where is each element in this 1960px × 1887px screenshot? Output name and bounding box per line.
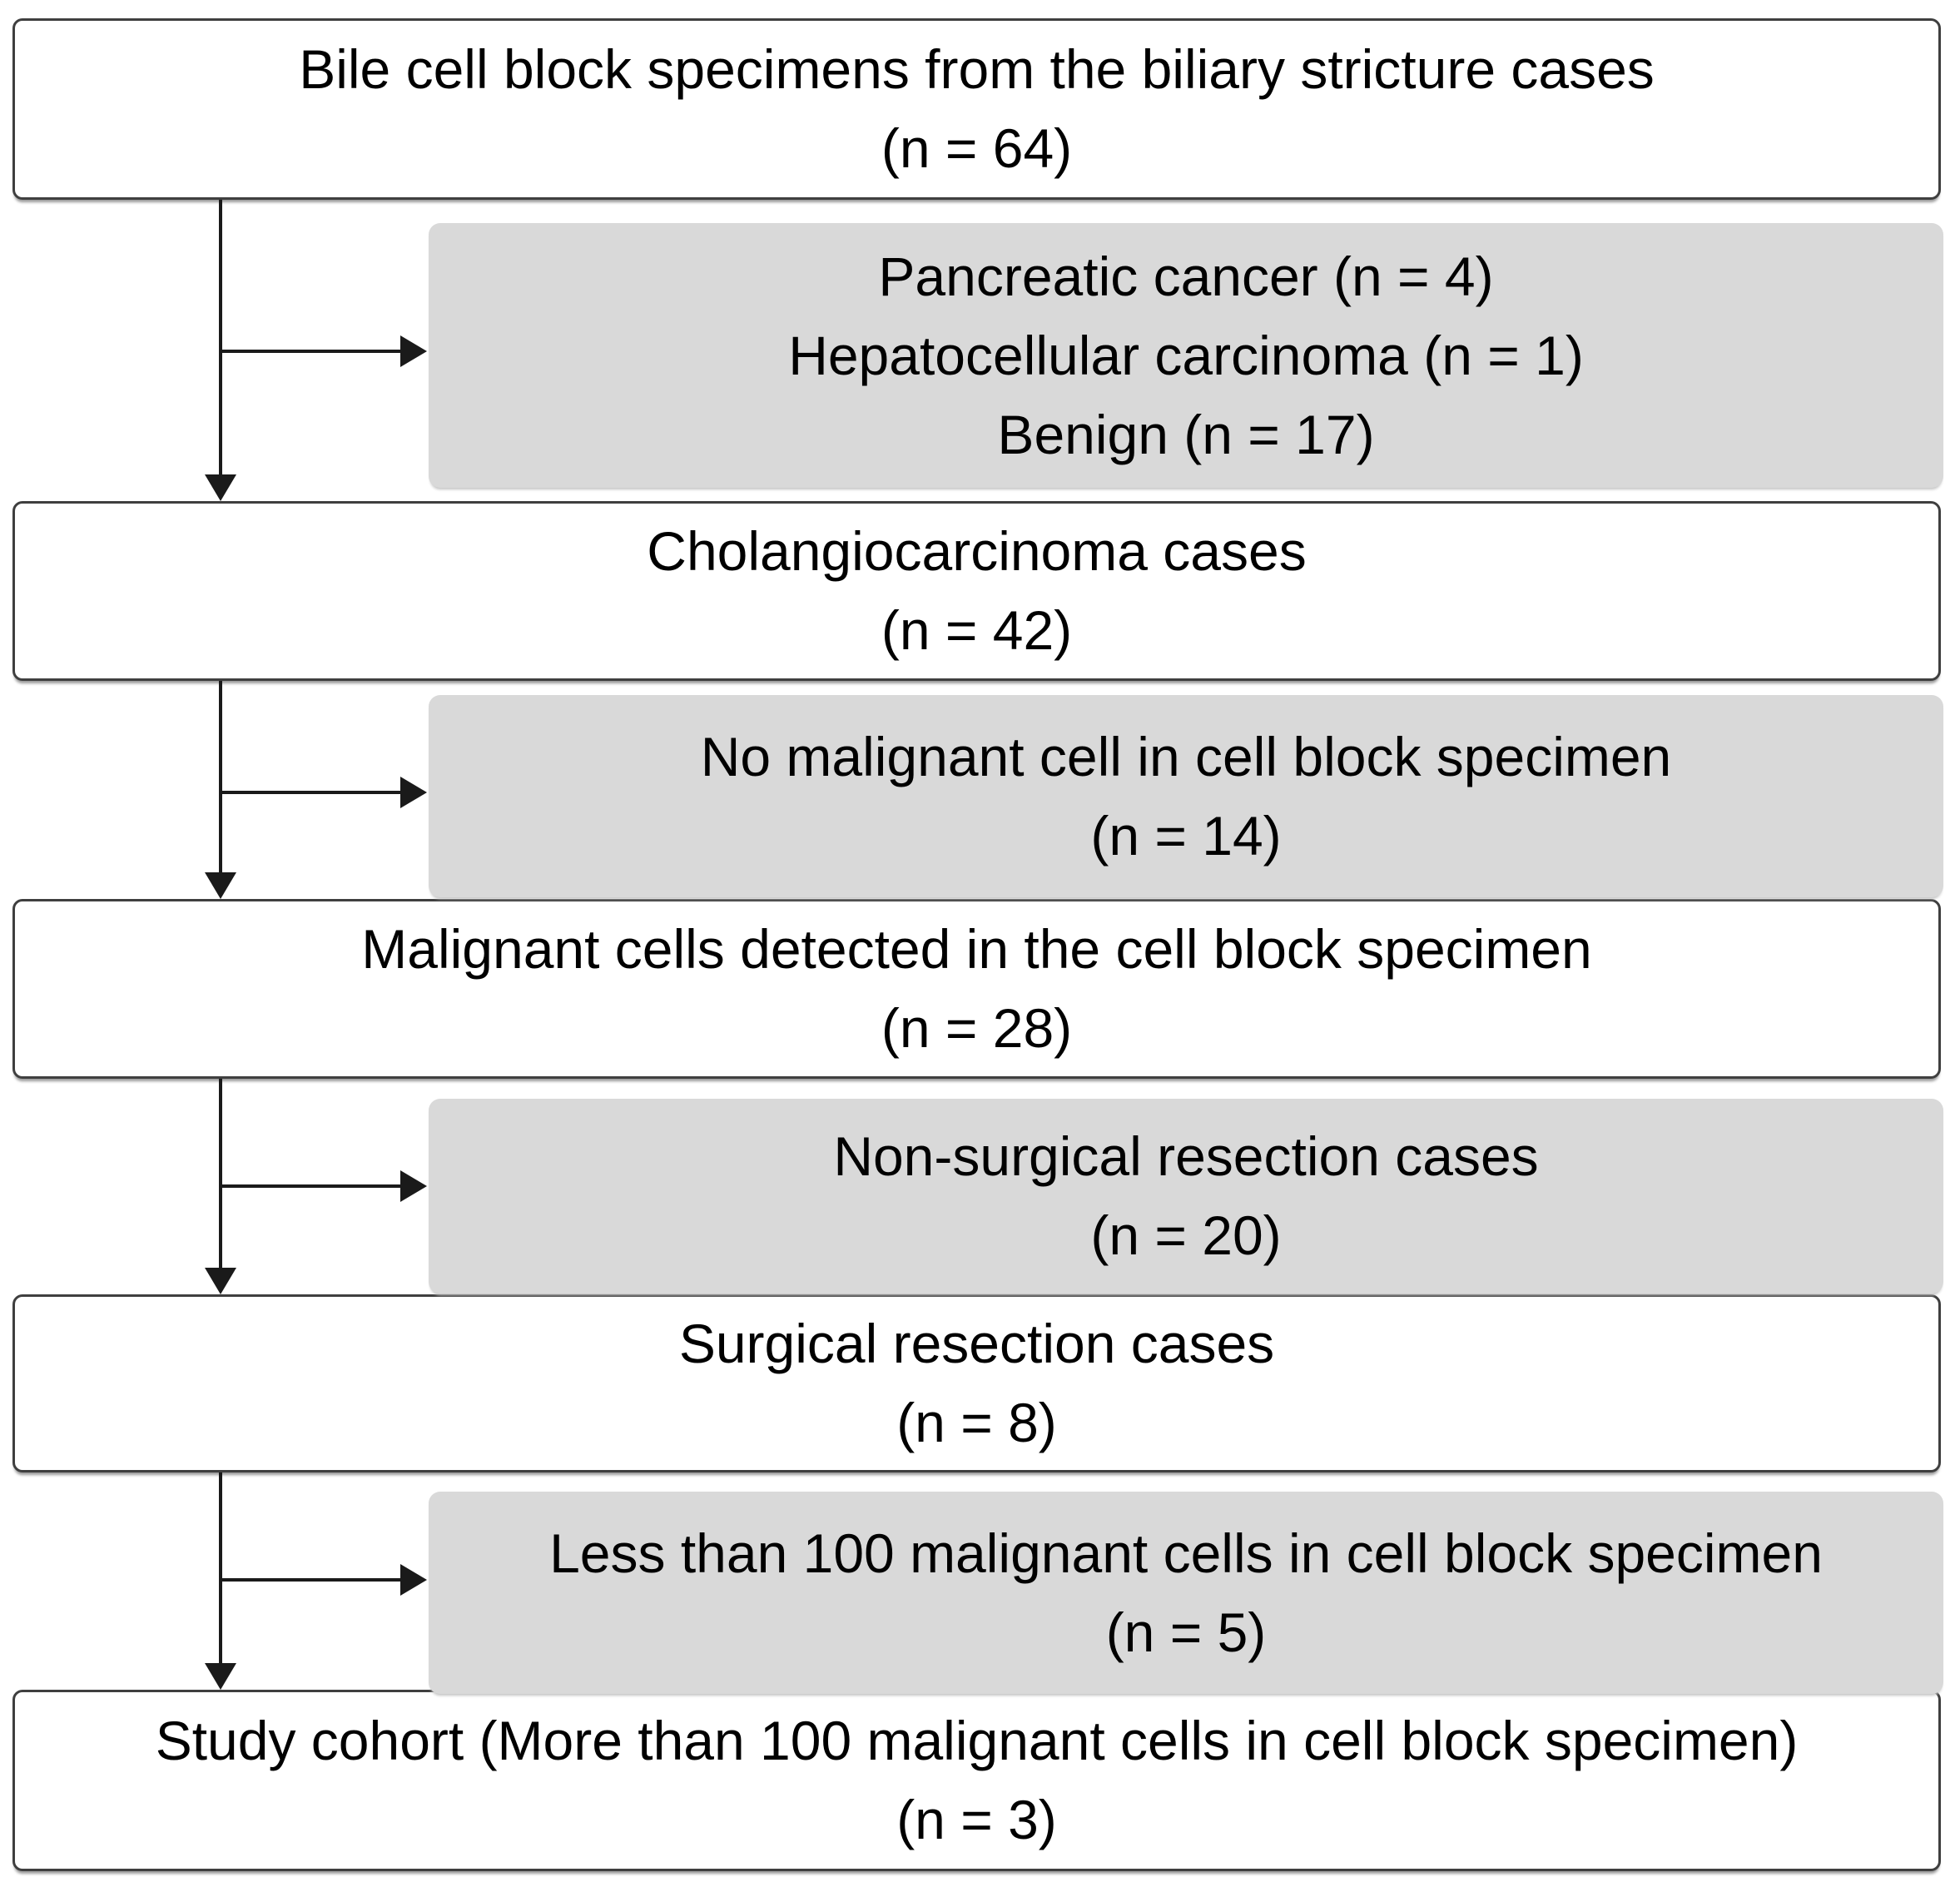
connector-line: [219, 681, 222, 872]
box-label: Cholangiocarcinoma cases: [647, 520, 1307, 582]
box-count: (n = 64): [881, 117, 1073, 179]
exclusion-count: (n = 14): [1090, 804, 1282, 867]
arrowhead-down-icon: [205, 474, 236, 501]
flow-box-bile-specimens: Bile cell block specimens from the bilia…: [12, 18, 1941, 200]
branch-line: [221, 1184, 400, 1188]
arrowhead-right-icon: [400, 1564, 427, 1596]
exclusion-line: Benign (n = 17): [997, 403, 1375, 465]
connector-line: [219, 200, 222, 476]
exclusion-count: (n = 5): [1105, 1601, 1267, 1663]
flow-box-surgical-resection-cases: Surgical resection cases (n = 8): [12, 1294, 1941, 1472]
arrowhead-right-icon: [400, 777, 427, 808]
arrowhead-right-icon: [400, 1170, 427, 1202]
branch-line: [221, 791, 400, 794]
flow-box-malignant-cells-detected: Malignant cells detected in the cell blo…: [12, 899, 1941, 1079]
arrowhead-down-icon: [205, 1268, 236, 1294]
flow-box-cholangiocarcinoma-cases: Cholangiocarcinoma cases (n = 42): [12, 501, 1941, 681]
exclusion-count: (n = 20): [1090, 1204, 1282, 1266]
exclusion-line: Pancreatic cancer (n = 4): [878, 245, 1494, 307]
box-label: Malignant cells detected in the cell blo…: [361, 918, 1592, 980]
box-count: (n = 8): [896, 1392, 1057, 1453]
box-count: (n = 42): [881, 599, 1073, 661]
connector-line: [219, 1472, 222, 1663]
exclusion-box-other-diagnoses: Pancreatic cancer (n = 4) Hepatocellular…: [429, 223, 1943, 488]
branch-line: [221, 1578, 400, 1582]
box-count: (n = 3): [896, 1789, 1057, 1850]
flow-box-study-cohort: Study cohort (More than 100 malignant ce…: [12, 1690, 1941, 1871]
arrowhead-right-icon: [400, 335, 427, 367]
exclusion-line: Non-surgical resection cases: [833, 1125, 1539, 1187]
exclusion-line: No malignant cell in cell block specimen: [700, 725, 1672, 787]
exclusion-box-less-than-100-cells: Less than 100 malignant cells in cell bl…: [429, 1492, 1943, 1694]
connector-line: [219, 1079, 222, 1268]
box-label: Bile cell block specimens from the bilia…: [299, 38, 1655, 100]
arrowhead-down-icon: [205, 872, 236, 899]
box-label: Surgical resection cases: [678, 1313, 1275, 1374]
exclusion-box-non-surgical-resection: Non-surgical resection cases (n = 20): [429, 1099, 1943, 1294]
exclusion-line: Less than 100 malignant cells in cell bl…: [549, 1522, 1823, 1584]
exclusion-box-no-malignant-cell: No malignant cell in cell block specimen…: [429, 695, 1943, 897]
box-label: Study cohort (More than 100 malignant ce…: [155, 1710, 1799, 1771]
exclusion-line: Hepatocellular carcinoma (n = 1): [788, 324, 1584, 386]
box-count: (n = 28): [881, 997, 1073, 1059]
arrowhead-down-icon: [205, 1663, 236, 1690]
branch-line: [221, 350, 400, 353]
